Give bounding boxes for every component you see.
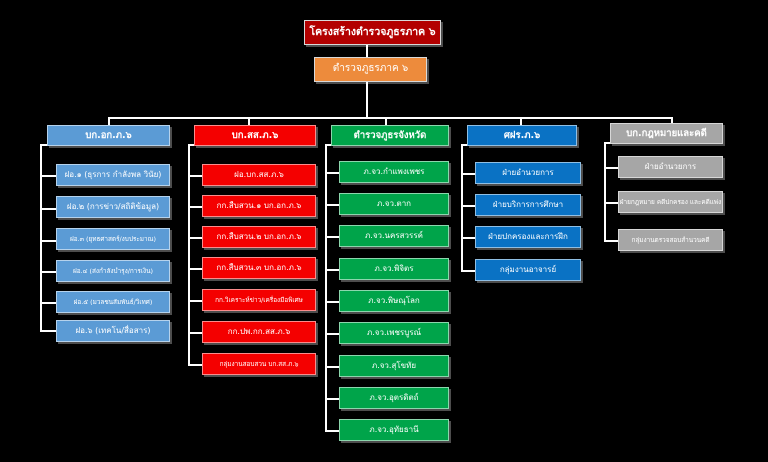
connector-stub-1-5: [40, 302, 57, 304]
root-node-police-region-6[interactable]: ตำรวจภูธรภาค ๖: [314, 57, 427, 82]
connector-stub-3-5: [325, 301, 340, 303]
connector-spine-col-1: [40, 144, 42, 330]
connector-main-bus: [108, 117, 673, 119]
connector-stub-5-2: [604, 202, 619, 204]
node-col5-item-3[interactable]: กลุ่มงานตรวจสอบสำนวนคดี: [618, 229, 723, 251]
node-col2-item-3[interactable]: กก.สืบสวน.๒ บก.อก.ภ.๖: [202, 226, 316, 248]
connector-stub-2-5: [188, 300, 203, 302]
node-col3-item-8[interactable]: ภ.จว.อุตรดิตถ์: [339, 387, 449, 409]
connector-stub-3-1: [325, 172, 340, 174]
connector-spine-col-5: [604, 142, 606, 242]
connector-stub-2-2: [188, 206, 203, 208]
connector-stub-1-2: [40, 208, 57, 210]
connector-root-stem: [366, 82, 368, 118]
node-col3-item-6[interactable]: ภ.จว.เพชรบูรณ์: [339, 322, 449, 344]
connector-stub-1-1: [40, 175, 57, 177]
connector-stub-5-3: [604, 240, 619, 242]
node-col4-item-1[interactable]: ฝ่ายอำนวยการ: [475, 162, 581, 184]
column-head-legal-affairs[interactable]: บก.กฎหมายและคดี: [610, 123, 723, 144]
node-col3-item-9[interactable]: ภ.จว.อุทัยธานี: [339, 419, 449, 441]
connector-stub-4-2: [461, 205, 476, 207]
connector-bus-drop-2: [248, 117, 250, 126]
node-col1-item-4[interactable]: ฝอ.๔ (ส่งกำลังบำรุง/การเงิน): [56, 260, 170, 282]
connector-stub-5-1: [604, 167, 619, 169]
node-col3-item-3[interactable]: ภ.จว.นครสวรรค์: [339, 225, 449, 247]
node-col3-item-4[interactable]: ภ.จว.พิจิตร: [339, 258, 449, 280]
connector-spine-top-col-1: [40, 144, 48, 146]
node-col5-item-1[interactable]: ฝ่ายอำนวยการ: [618, 156, 723, 178]
node-col1-item-6[interactable]: ฝอ.๖ (เทคโน/สื่อสาร): [56, 320, 170, 342]
connector-stub-3-8: [325, 398, 340, 400]
connector-spine-col-3: [325, 144, 327, 431]
connector-spine-col-4: [461, 144, 463, 271]
connector-stub-2-7: [188, 364, 203, 366]
node-col4-item-4[interactable]: กลุ่มงานอาจารย์: [475, 259, 581, 281]
connector-stub-4-4: [461, 270, 476, 272]
chart-title-box: โครงสร้างตำรวจภูธรภาค ๖: [304, 20, 441, 45]
connector-stub-1-6: [40, 330, 57, 332]
node-col3-item-5[interactable]: ภ.จว.พิษณุโลก: [339, 290, 449, 312]
connector-stub-2-4: [188, 268, 203, 270]
connector-stub-3-2: [325, 204, 340, 206]
node-col3-item-2[interactable]: ภ.จว.ตาก: [339, 193, 449, 215]
node-col2-item-2[interactable]: กก.สืบสวน.๑ บก.อก.ภ.๖: [202, 195, 316, 217]
node-col1-item-5[interactable]: ฝอ.๕ (มวลชนสัมพันธ์/วิเทศ): [56, 291, 170, 313]
connector-stub-4-3: [461, 237, 476, 239]
node-col2-item-7[interactable]: กลุ่มงานสอบสวน บก.สส.ภ.๖: [202, 353, 316, 375]
connector-spine-col-2: [188, 144, 190, 365]
connector-spine-top-col-2: [188, 144, 196, 146]
connector-stub-2-1: [188, 175, 203, 177]
column-head-bor-kor-ok[interactable]: บก.อก.ภ.๖: [47, 125, 170, 146]
column-head-training-center[interactable]: ศฝร.ภ.๖: [467, 125, 577, 146]
node-col3-item-7[interactable]: ภ.จว.สุโขทัย: [339, 355, 449, 377]
column-head-bor-kor-sor-sor[interactable]: บก.สส.ภ.๖: [194, 125, 316, 146]
node-col4-item-3[interactable]: ฝ่ายปกครองและการฝึก: [475, 226, 581, 248]
node-col2-item-4[interactable]: กก.สืบสวน.๓ บก.อก.ภ.๖: [202, 257, 316, 279]
connector-stub-3-6: [325, 333, 340, 335]
connector-bus-drop-3: [385, 117, 387, 126]
column-head-provincial-police[interactable]: ตำรวจภูธรจังหวัด: [331, 125, 449, 146]
connector-stub-1-4: [40, 271, 57, 273]
connector-bus-drop-4: [520, 117, 522, 126]
connector-spine-top-col-5: [604, 142, 612, 144]
node-col1-item-1[interactable]: ฝอ.๑ (ธุรการ กำลังพล วินัย): [56, 164, 170, 186]
connector-stub-3-9: [325, 430, 340, 432]
connector-stub-2-6: [188, 332, 203, 334]
connector-title-to-root: [366, 45, 368, 57]
connector-bus-drop-1: [108, 117, 110, 126]
connector-stub-3-4: [325, 269, 340, 271]
connector-spine-top-col-3: [325, 144, 333, 146]
connector-stub-3-3: [325, 236, 340, 238]
connector-spine-top-col-4: [461, 144, 469, 146]
connector-stub-3-7: [325, 366, 340, 368]
node-col5-item-2[interactable]: ฝ่ายกฎหมาย คดีปกครอง และคดีแพ่ง: [618, 191, 723, 213]
connector-stub-2-3: [188, 237, 203, 239]
connector-stub-1-3: [40, 240, 57, 242]
node-col1-item-2[interactable]: ฝอ.๒ (การข่าว/สถิติข้อมูล): [56, 196, 170, 218]
node-col2-item-1[interactable]: ฝอ.บก.สส.ภ.๖: [202, 164, 316, 186]
connector-stub-4-1: [461, 173, 476, 175]
connector-bus-drop-5: [671, 117, 673, 126]
node-col3-item-1[interactable]: ภ.จว.กำแพงเพชร: [339, 161, 449, 183]
node-col2-item-6[interactable]: กก.ปพ.กก.สส.ภ.๖: [202, 321, 316, 343]
node-col1-item-3[interactable]: ฝอ.๓ (ยุทธศาสตร์/งบประมาณ): [56, 228, 170, 250]
node-col4-item-2[interactable]: ฝ่ายบริการการศึกษา: [475, 194, 581, 216]
node-col2-item-5[interactable]: กก.วิเคราะห์ข่าว/เครื่องมือพิเศษ: [202, 289, 316, 311]
